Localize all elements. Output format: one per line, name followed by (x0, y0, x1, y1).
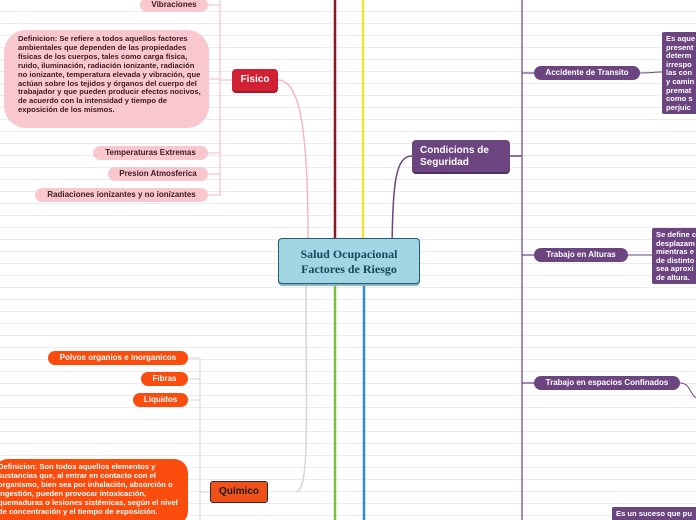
fisico-item-temperaturas[interactable]: Temperaturas Extremas (93, 146, 208, 160)
transito-desc-line: determ (666, 51, 692, 61)
suceso-description[interactable]: Es un suceso que pu (612, 507, 696, 520)
transito-desc-line: irrespo (666, 59, 692, 69)
transito-description[interactable]: Es aque present determ irrespo las con y… (662, 32, 696, 114)
quimico-item-liquidos[interactable]: Liquidos (133, 393, 188, 407)
quimico-item-polvos[interactable]: Polvos organios e inorganicos (48, 351, 188, 365)
fisico-definition[interactable]: Definicion: Se refiere a todos aquellos … (4, 30, 209, 128)
link-seguridad (391, 155, 413, 263)
transito-desc-line: las con (666, 68, 693, 78)
link-fisico (277, 79, 309, 241)
transito-desc-line: y camin (666, 76, 695, 86)
transito-desc-line: perjuic (666, 102, 691, 112)
quimico-item-fibras[interactable]: Fibras (141, 372, 188, 386)
alturas-desc-line: desplazam (656, 238, 695, 248)
transito-desc-line: present (666, 42, 694, 52)
transito-desc-line: como s (666, 94, 693, 104)
alturas-desc-line: de distinto (656, 255, 695, 265)
seguridad-title-line1: Condicions de (420, 145, 489, 156)
alturas-description[interactable]: Se define c desplazam mientras e de dist… (652, 228, 696, 284)
category-seguridad[interactable]: Condicions de Seguridad (412, 140, 510, 172)
quimico-definition[interactable]: Definicion: Son todos aquellos elementos… (0, 459, 188, 520)
fisico-item-presion[interactable]: Presion Atmosferica (108, 167, 208, 181)
central-title-line1: Salud Ocupacional (300, 247, 398, 261)
central-title-line2: Factores de Riesgo (301, 262, 397, 276)
alturas-desc-line: mientras e (656, 247, 694, 257)
seguridad-title-line2: Seguridad (420, 157, 469, 168)
category-quimico[interactable]: Químico (210, 481, 268, 503)
transito-desc-line: premat (666, 85, 692, 95)
alturas-desc-line: Se define c (656, 230, 696, 239)
central-topic[interactable]: Salud Ocupacional Factores de Riesgo (278, 238, 420, 284)
category-fisico[interactable]: Fisico (232, 69, 278, 91)
fisico-item-radiaciones[interactable]: Radiaciones ionizantes y no ionizantes (35, 188, 208, 202)
seguridad-item-transito[interactable]: Accidente de Transito (534, 66, 640, 80)
fisico-item-vibraciones[interactable]: Vibraciones (140, 0, 208, 12)
link-quimico (295, 283, 308, 493)
seguridad-item-confinados[interactable]: Trabajo en espacios Confinados (534, 376, 680, 390)
transito-desc-line: Es aque (666, 34, 696, 43)
alturas-desc-line: sea aproxi (656, 264, 694, 274)
seguridad-item-alturas[interactable]: Trabajo en Alturas (534, 248, 628, 262)
alturas-desc-line: de altura. (656, 272, 690, 282)
